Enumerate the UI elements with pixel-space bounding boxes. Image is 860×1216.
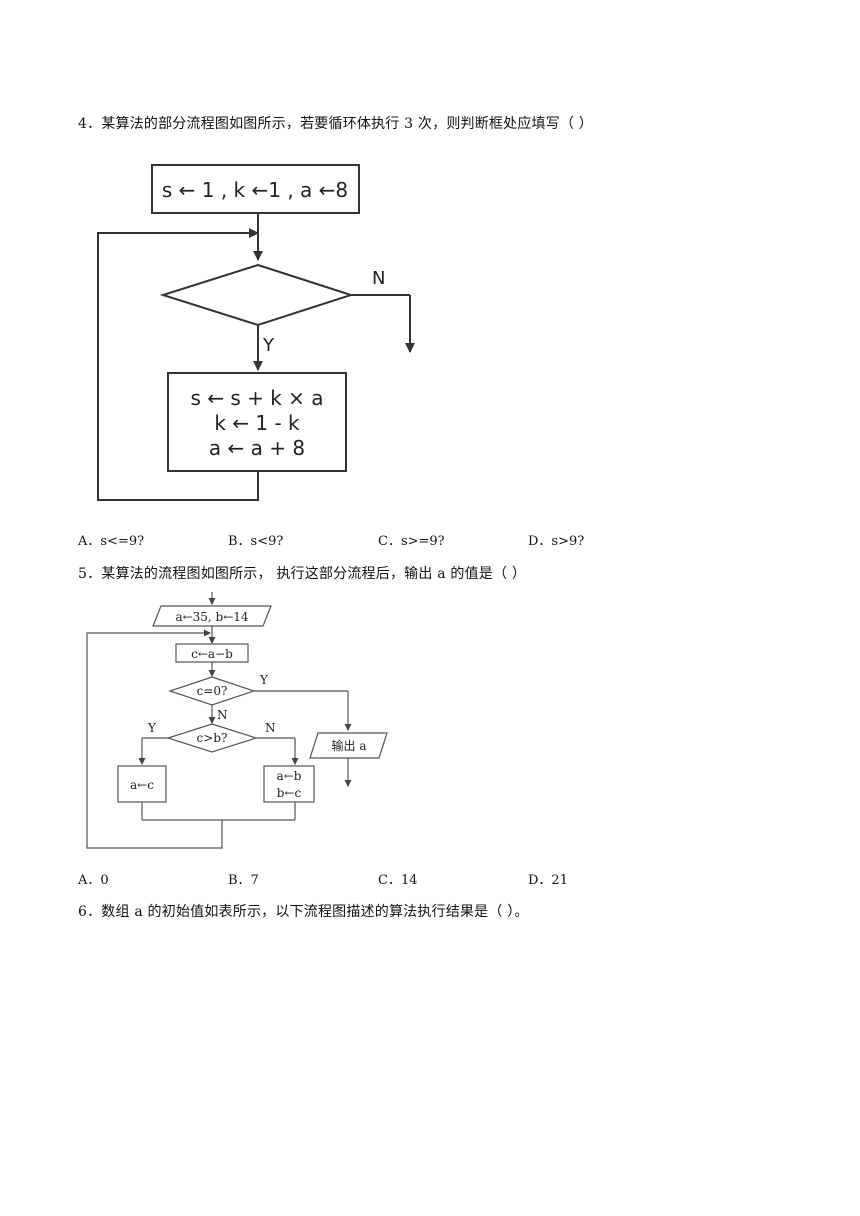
question-5-flowchart: a←35, b←14 c←a−b c=0? Y N c>b? Y N a←c a…	[86, 592, 388, 849]
cond1-no-label: N	[217, 708, 228, 722]
loop-body-box	[167, 372, 347, 472]
assign-text: c←a−b	[191, 647, 233, 661]
init-text: s ← 1 , k ←1 , a ←8	[162, 178, 348, 202]
input-parallelogram	[152, 605, 272, 627]
cond2-text: c>b?	[197, 731, 228, 745]
right-box-line-2: b←c	[277, 786, 302, 800]
q4-option-b: B．s<9?	[228, 534, 284, 549]
yes-label: Y	[262, 335, 275, 356]
body-line-2: k ← 1 - k	[214, 411, 300, 435]
left-assign-box	[117, 765, 167, 803]
input-text: a←35, b←14	[175, 610, 248, 624]
left-box-text: a←c	[130, 778, 154, 792]
right-assign-box	[263, 765, 315, 803]
init-box	[151, 164, 360, 214]
cond2-yes-label: Y	[147, 721, 157, 735]
cond2-diamond	[166, 723, 258, 753]
q5-option-a: A．0	[78, 873, 109, 888]
cond1-yes-label: Y	[259, 673, 269, 687]
q5-option-d: D．21	[528, 873, 568, 888]
cond1-text: c=0?	[197, 684, 228, 698]
q5-option-b: B．7	[228, 873, 259, 888]
q4-option-d: D．s>9?	[528, 534, 585, 549]
body-line-3: a ← a + 8	[209, 436, 305, 460]
question-6-stem: 6．数组 a 的初始值如表所示，以下流程图描述的算法执行结果是（ ）。	[78, 904, 529, 920]
body-line-1: s ← s + k × a	[190, 386, 323, 410]
output-text: 输出 a	[332, 738, 367, 753]
no-label: N	[372, 268, 385, 289]
question-4-flowchart: s ← 1 , k ←1 , a ←8 N Y s ← s + k × a k …	[97, 164, 415, 501]
q4-option-c: C．s>=9?	[378, 534, 445, 549]
question-5-stem: 5．某算法的流程图如图所示， 执行这部分流程后，输出 a 的值是（ ）	[78, 566, 527, 582]
q4-option-a: A．s<=9?	[78, 534, 145, 549]
output-parallelogram	[309, 732, 388, 759]
right-box-line-1: a←b	[277, 769, 302, 783]
q5-option-c: C．14	[378, 873, 418, 888]
question-4-stem: 4．某算法的部分流程图如图所示，若要循环体执行 3 次，则判断框处应填写（ ）	[78, 116, 593, 132]
cond2-no-label: N	[265, 721, 276, 735]
